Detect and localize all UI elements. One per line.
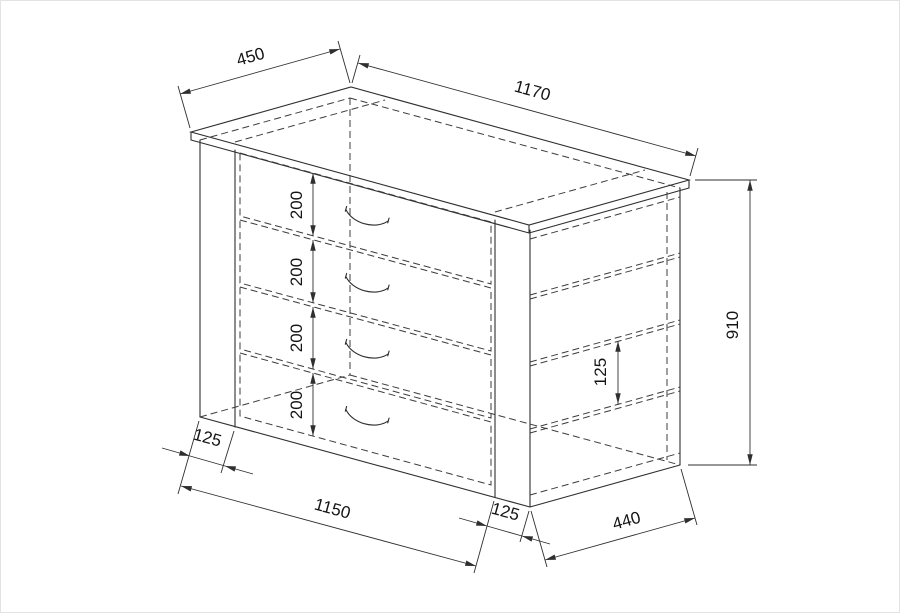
drawer-1 xyxy=(239,152,492,285)
dim-base-right-inset-label: 125 xyxy=(489,499,521,525)
dim-top-width-label: 1170 xyxy=(512,77,552,105)
drawer-3 xyxy=(239,286,492,419)
dim-inner-spacing: 125 xyxy=(591,341,621,404)
dim-drawer-1-height: 200 xyxy=(287,173,316,236)
dim-drawer-2-height: 200 xyxy=(287,240,316,303)
dim-inner-spacing-label: 125 xyxy=(591,358,610,386)
dim-drawer-2-label: 200 xyxy=(287,258,306,286)
dim-total-height: 910 xyxy=(688,179,757,466)
dim-top-width: 1170 xyxy=(351,54,699,177)
dim-top-depth: 450 xyxy=(177,40,351,129)
dim-total-height-label: 910 xyxy=(723,311,742,339)
drawer-3-handle-icon xyxy=(344,338,390,359)
dim-drawer-1-label: 200 xyxy=(287,191,306,219)
dim-base-left-inset-label: 125 xyxy=(191,425,223,451)
dim-drawer-3-height: 200 xyxy=(287,307,316,369)
drawer-1-handle-icon xyxy=(344,205,390,226)
dim-base-depth-label: 440 xyxy=(610,508,642,534)
dim-base-width: 1150 xyxy=(180,485,495,574)
dim-base-width-label: 1150 xyxy=(312,495,352,523)
drawer-2 xyxy=(239,219,492,352)
drawer-2-handle-icon xyxy=(344,272,390,293)
drawer-4 xyxy=(239,352,492,486)
dim-drawer-4-height: 200 xyxy=(287,373,316,436)
cabinet-body xyxy=(199,139,681,508)
dim-base-depth: 440 xyxy=(530,468,698,568)
dim-base-left-inset: 125 xyxy=(161,420,254,495)
dim-drawer-3-label: 200 xyxy=(287,324,306,352)
drawer-4-handle-icon xyxy=(344,405,390,426)
dim-top-depth-label: 450 xyxy=(234,44,266,70)
dim-drawer-4-label: 200 xyxy=(287,391,306,419)
